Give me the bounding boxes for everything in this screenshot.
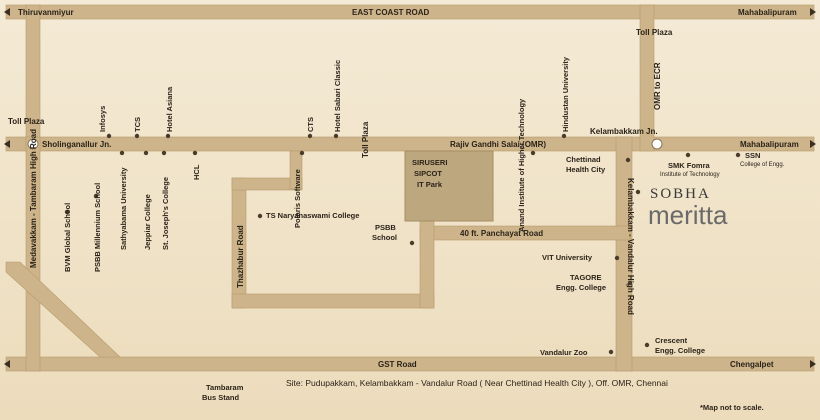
bvm-dot bbox=[64, 209, 70, 215]
omr-to-ecr-road bbox=[639, 4, 655, 152]
chengalpet-label: Chengalpet bbox=[730, 360, 774, 369]
thazhabur-road-link bbox=[289, 150, 303, 190]
kelambakkam-junction-marker bbox=[651, 138, 663, 150]
project-logo-text: meritta bbox=[648, 200, 728, 230]
ssn-sub-label: College of Engg. bbox=[740, 162, 785, 168]
smk-label: SMK Fomra bbox=[668, 161, 711, 170]
crescent-line-2: Engg. College bbox=[655, 346, 705, 355]
kelambakkam-vandalur-road bbox=[615, 136, 633, 372]
chettinad-dot bbox=[625, 157, 631, 163]
ts-naryanaswami-label: TS Naryanaswami College bbox=[266, 211, 359, 220]
site-address: Site: Pudupakkam, Kelambakkam - Vandalur… bbox=[286, 378, 668, 388]
site-dot bbox=[635, 189, 641, 195]
arrow-left-icon bbox=[4, 8, 10, 16]
psbb-millennium-label: PSBB Millennium School bbox=[93, 183, 102, 272]
st-josephs-dot bbox=[161, 150, 167, 156]
anand-dot bbox=[530, 150, 536, 156]
hotel-asiana-dot bbox=[165, 133, 171, 139]
vit-dot bbox=[614, 255, 620, 261]
tagore-line-2: Engg. College bbox=[556, 283, 606, 292]
smk-sub-label: Institute of Technology bbox=[660, 172, 720, 178]
ssn-dot bbox=[735, 152, 741, 158]
chettinad-line-2: Health City bbox=[566, 165, 606, 174]
tcs-dot bbox=[134, 133, 140, 139]
tambaram-line-2: Bus Stand bbox=[202, 393, 240, 402]
hindustan-label: Hindustan University bbox=[561, 56, 570, 132]
st-josephs-label: St. Joseph's College bbox=[161, 177, 170, 250]
thazhabur-road-south bbox=[231, 293, 435, 309]
infosys-label: Infosys bbox=[98, 106, 107, 132]
kelambakkam-junction-label: Kelambakkam Jn. bbox=[590, 127, 658, 136]
mahabalipuram-top-label: Mahabalipuram bbox=[738, 8, 797, 17]
anand-label: Anand Institute of Higher Technology bbox=[517, 98, 526, 232]
panchayat-road-label: 40 ft. Panchayat Road bbox=[460, 229, 543, 238]
thiruvanmiyur-label: Thiruvanmiyur bbox=[18, 8, 74, 17]
crescent-line-1: Crescent bbox=[655, 336, 688, 345]
vandalur-zoo-label: Vandalur Zoo bbox=[540, 348, 588, 357]
hotel-asiana-label: Hotel Asiana bbox=[165, 86, 174, 132]
thazhabur-road-label: Thazhabur Road bbox=[236, 225, 245, 288]
tcs-label: TCS bbox=[133, 117, 142, 132]
kv-high-road-label: Kelambakkam - Vandalur High Road bbox=[626, 178, 635, 315]
bvm-label: BVM Global School bbox=[63, 203, 72, 272]
sholinganallur-label: Sholinganallur Jn. bbox=[42, 140, 111, 149]
omr-to-ecr-label: OMR to ECR bbox=[653, 62, 662, 110]
arrow-left-icon bbox=[4, 140, 10, 148]
ecr-label: EAST COAST ROAD bbox=[352, 8, 430, 17]
jeppiar-dot bbox=[143, 150, 149, 156]
omr-label: Rajiv Gandhi Salai (OMR) bbox=[450, 140, 546, 149]
diagonal-road-sw bbox=[5, 261, 121, 358]
vit-label: VIT University bbox=[542, 253, 593, 262]
psbb-school-line-2: School bbox=[372, 233, 397, 242]
cts-label: CTS bbox=[306, 117, 315, 132]
ts-naryanaswami-dot bbox=[257, 213, 263, 219]
smk-dot bbox=[685, 152, 691, 158]
infosys-dot bbox=[106, 133, 112, 139]
sholinganallur-junction-marker bbox=[27, 138, 39, 150]
toll-plaza-left-label: Toll Plaza bbox=[8, 117, 45, 126]
hotel-sabari-label: Hotel Sabari Classic bbox=[333, 60, 342, 132]
not-to-scale-note: *Map not to scale. bbox=[700, 403, 764, 412]
tambaram-line-1: Tambaram bbox=[206, 383, 244, 392]
ssn-label: SSN bbox=[745, 151, 760, 160]
medavakkam-tambaram-road bbox=[25, 136, 41, 372]
sathyabama-dot bbox=[119, 150, 125, 156]
tagore-line-1: TAGORE bbox=[570, 273, 602, 282]
crescent-dot bbox=[644, 342, 650, 348]
arrow-right-icon bbox=[810, 8, 816, 16]
siruseri-it-park-block bbox=[404, 150, 494, 222]
mahabalipuram-mid-label: Mahabalipuram bbox=[740, 140, 799, 149]
psbb-school-dot bbox=[409, 240, 415, 246]
medavakkam-road-label: Medavakkam - Tambaram High Road bbox=[29, 129, 38, 268]
arrow-left-icon bbox=[4, 360, 10, 368]
psbb-millennium-dot bbox=[93, 193, 99, 199]
hcl-label: HCL bbox=[192, 164, 201, 180]
toll-plaza-mid-label: Toll Plaza bbox=[361, 121, 370, 158]
arrow-right-icon bbox=[810, 360, 816, 368]
polaris-dot bbox=[299, 150, 305, 156]
siruseri-line-3: IT Park bbox=[417, 180, 443, 189]
hcl-dot bbox=[192, 150, 198, 156]
tagore-dot bbox=[627, 280, 633, 286]
road-arrows bbox=[4, 8, 816, 368]
psbb-school-line-1: PSBB bbox=[375, 223, 396, 232]
chettinad-line-1: Chettinad bbox=[566, 155, 601, 164]
toll-plaza-top-label: Toll Plaza bbox=[636, 28, 673, 37]
sathyabama-label: Sathyabama University bbox=[119, 167, 128, 250]
arrow-right-icon bbox=[810, 140, 816, 148]
hindustan-dot bbox=[561, 133, 567, 139]
landmark-dots bbox=[64, 133, 741, 355]
cts-dot bbox=[307, 133, 313, 139]
siruseri-line-1: SIRUSERI bbox=[412, 158, 447, 167]
brand-logo-text: SOBHA bbox=[650, 186, 711, 202]
hotel-sabari-dot bbox=[333, 133, 339, 139]
vandalur-zoo-dot bbox=[608, 349, 614, 355]
siruseri-line-2: SIPCOT bbox=[414, 169, 442, 178]
jeppiar-label: Jeppiar College bbox=[143, 194, 152, 250]
gst-label: GST Road bbox=[378, 360, 417, 369]
polaris-label: Polaris Software bbox=[293, 169, 302, 228]
omr-road bbox=[5, 136, 815, 152]
